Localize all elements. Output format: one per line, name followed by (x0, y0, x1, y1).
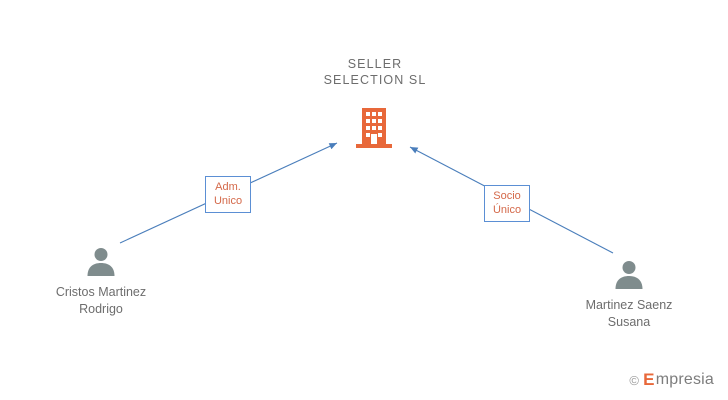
person-node-martinez-saenz-susana[interactable]: Martinez Saenz Susana (569, 258, 689, 330)
relation-label-adm-unico[interactable]: Adm. Unico (205, 176, 251, 213)
building-icon (356, 108, 392, 148)
person-icon (612, 258, 646, 292)
relation-label-socio-unico[interactable]: Socio Único (484, 185, 530, 222)
person-label: Martinez Saenz Susana (585, 298, 673, 329)
watermark-accent-letter: E (643, 370, 655, 389)
person-label: Cristos Martinez Rodrigo (55, 285, 147, 316)
watermark-brand: mpresia (655, 371, 714, 388)
company-title: SELLER SELECTION SL (323, 57, 427, 87)
person-icon (84, 245, 118, 279)
copyright-icon: © (629, 372, 640, 388)
person-node-cristos-martinez-rodrigo[interactable]: Cristos Martinez Rodrigo (41, 245, 161, 317)
watermark: © E mpresia (629, 370, 714, 390)
